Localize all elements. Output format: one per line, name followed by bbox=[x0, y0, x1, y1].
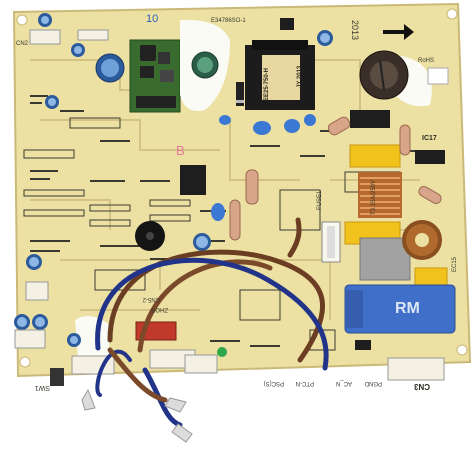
wire-harness bbox=[95, 217, 329, 428]
film-capacitors bbox=[344, 144, 448, 287]
pink-marker-label: B bbox=[176, 143, 185, 158]
inductor-date: JY 2013 bbox=[297, 65, 303, 88]
cn3-label: CN3 bbox=[413, 382, 430, 391]
relay bbox=[359, 237, 411, 281]
sw1-label: SW1 bbox=[35, 384, 50, 391]
ptcn-label: PTC-N bbox=[296, 380, 314, 386]
resistors bbox=[229, 116, 442, 241]
ic17-label: IC17 bbox=[422, 135, 437, 142]
common-mode-choke bbox=[358, 172, 402, 218]
zhor-label: ZHOR bbox=[150, 306, 168, 312]
cn5-label: CN5-2 bbox=[142, 296, 160, 302]
toroid-inductor bbox=[402, 220, 442, 260]
svg-text:RM: RM bbox=[395, 300, 420, 317]
fuse-label: FUSE1 bbox=[317, 190, 323, 210]
circuit-board bbox=[12, 2, 472, 378]
diode bbox=[236, 82, 244, 106]
switch bbox=[50, 368, 64, 386]
led bbox=[217, 347, 227, 357]
ceramic-capacitors bbox=[211, 114, 316, 221]
rohs-label: RoHS bbox=[418, 58, 434, 64]
date-label: 2013 bbox=[350, 20, 360, 40]
electrolytic-capacitors bbox=[14, 13, 333, 347]
pgnd-label: PGND bbox=[364, 380, 382, 386]
inductor-label: EE25-750-H bbox=[264, 68, 270, 101]
psc-label: PSC(S) bbox=[264, 380, 284, 386]
cn2-label: CN2 bbox=[16, 41, 29, 47]
blue-marker-label: 10 bbox=[146, 13, 158, 25]
ec15-label: EC15 bbox=[452, 256, 458, 272]
silkscreen-marks bbox=[30, 95, 440, 347]
fuse-rating-label: T3.15A/250V bbox=[371, 180, 377, 215]
spade-terminals bbox=[81, 388, 193, 443]
arrow-icon bbox=[383, 24, 414, 40]
part-code-label: E34786SO-1 bbox=[211, 18, 246, 24]
ic-chips bbox=[180, 18, 445, 350]
acn-label: AC_N bbox=[336, 380, 352, 386]
